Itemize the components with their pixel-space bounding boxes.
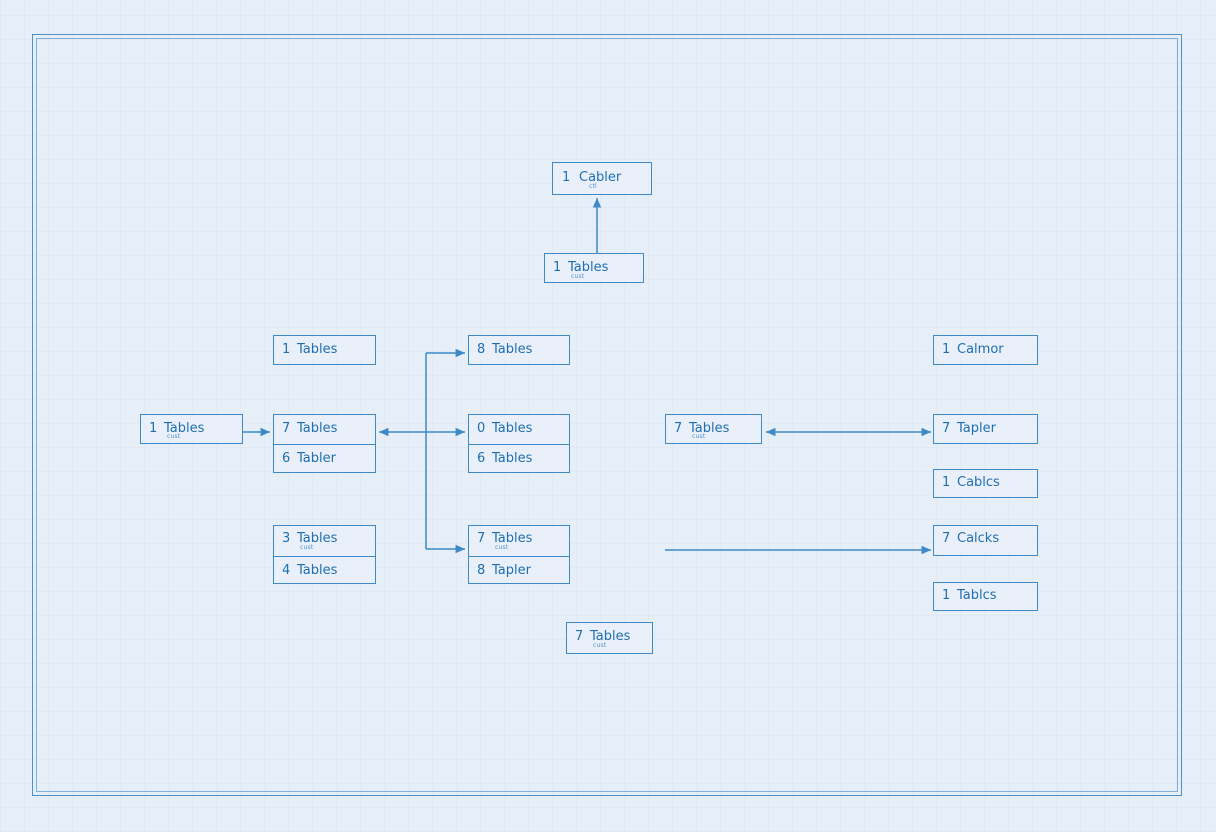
node-tables-center-mid[interactable]: 0 Tables 6 Tables bbox=[468, 414, 570, 473]
diagram-frame-outer bbox=[32, 34, 1182, 796]
node-label: Tables bbox=[492, 451, 533, 466]
node-label: Calmor bbox=[957, 342, 1004, 357]
node-label: Tapler bbox=[492, 563, 531, 578]
node-index: 4 bbox=[282, 563, 291, 578]
node-label: Tables bbox=[492, 342, 533, 357]
node-label: Tabler bbox=[297, 451, 336, 466]
node-label: Tables bbox=[297, 421, 338, 436]
node-tables-far-left[interactable]: 1 Tables cust bbox=[140, 414, 243, 444]
node-label: Tables bbox=[590, 629, 631, 644]
node-index: 7 bbox=[575, 629, 584, 644]
node-sublabel: ctl bbox=[589, 183, 597, 190]
node-index: 8 bbox=[477, 342, 486, 357]
node-tables-center-top[interactable]: 8 Tables bbox=[468, 335, 570, 365]
node-label: Tables bbox=[568, 260, 609, 275]
node-label: Tables bbox=[297, 563, 338, 578]
node-label: Tablcs bbox=[957, 588, 997, 603]
node-index: 1 bbox=[942, 588, 951, 603]
node-index: 6 bbox=[282, 451, 291, 466]
node-tables-right-mid[interactable]: 7 Tables cust bbox=[665, 414, 762, 444]
node-index: 7 bbox=[282, 421, 291, 436]
node-index: 1 bbox=[942, 475, 951, 490]
node-label: Calcks bbox=[957, 531, 1000, 546]
node-label: Cabler bbox=[579, 170, 622, 185]
node-sublabel: cust bbox=[593, 642, 607, 649]
node-index: 1 bbox=[282, 342, 291, 357]
node-tables-center-low[interactable]: 7 Tables cust 8 Tapler bbox=[468, 525, 570, 584]
node-label: Tables bbox=[492, 421, 533, 436]
node-label: Tables bbox=[164, 421, 205, 436]
node-cabler-top[interactable]: 1 Cabler ctl bbox=[552, 162, 652, 195]
node-tables-upper[interactable]: 1 Tables cust bbox=[544, 253, 644, 283]
node-index: 0 bbox=[477, 421, 486, 436]
node-tables-bottom[interactable]: 7 Tables cust bbox=[566, 622, 653, 654]
node-cablcs-right[interactable]: 1 Cablcs bbox=[933, 469, 1038, 498]
node-index: 7 bbox=[942, 531, 951, 546]
node-calcks-right[interactable]: 7 Calcks bbox=[933, 525, 1038, 556]
node-index: 7 bbox=[674, 421, 683, 436]
node-label: Tables bbox=[297, 342, 338, 357]
node-sublabel: cust bbox=[571, 273, 585, 280]
node-index: 1 bbox=[942, 342, 951, 357]
node-label: Tapler bbox=[957, 421, 996, 436]
node-index: 3 bbox=[282, 531, 291, 546]
node-sublabel: cust bbox=[692, 433, 706, 440]
node-tabler-far-right[interactable]: 7 Tapler bbox=[933, 414, 1038, 444]
node-index: 7 bbox=[942, 421, 951, 436]
node-index: 8 bbox=[477, 563, 486, 578]
node-tables-left-low[interactable]: 3 Tables cust 4 Tables bbox=[273, 525, 376, 584]
node-label: Tables bbox=[492, 531, 533, 546]
node-index: 6 bbox=[477, 451, 486, 466]
node-sublabel: cust bbox=[495, 544, 509, 551]
diagram-frame-inner bbox=[36, 38, 1178, 792]
node-sublabel: cust bbox=[167, 433, 181, 440]
node-sublabel: cust bbox=[300, 544, 314, 551]
node-label: Cablcs bbox=[957, 475, 1000, 490]
node-tables-right-bottom[interactable]: 1 Tablcs bbox=[933, 582, 1038, 611]
node-index: 1 bbox=[149, 421, 158, 436]
node-index: 7 bbox=[477, 531, 486, 546]
node-label: Tables bbox=[689, 421, 730, 436]
node-label: Tables bbox=[297, 531, 338, 546]
node-tables-left-top[interactable]: 1 Tables bbox=[273, 335, 376, 365]
node-tables-left-mid[interactable]: 7 Tables 6 Tabler bbox=[273, 414, 376, 473]
node-index: 1 bbox=[553, 260, 562, 275]
node-index: 1 bbox=[562, 170, 571, 185]
node-calmor-right-top[interactable]: 1 Calmor bbox=[933, 335, 1038, 365]
